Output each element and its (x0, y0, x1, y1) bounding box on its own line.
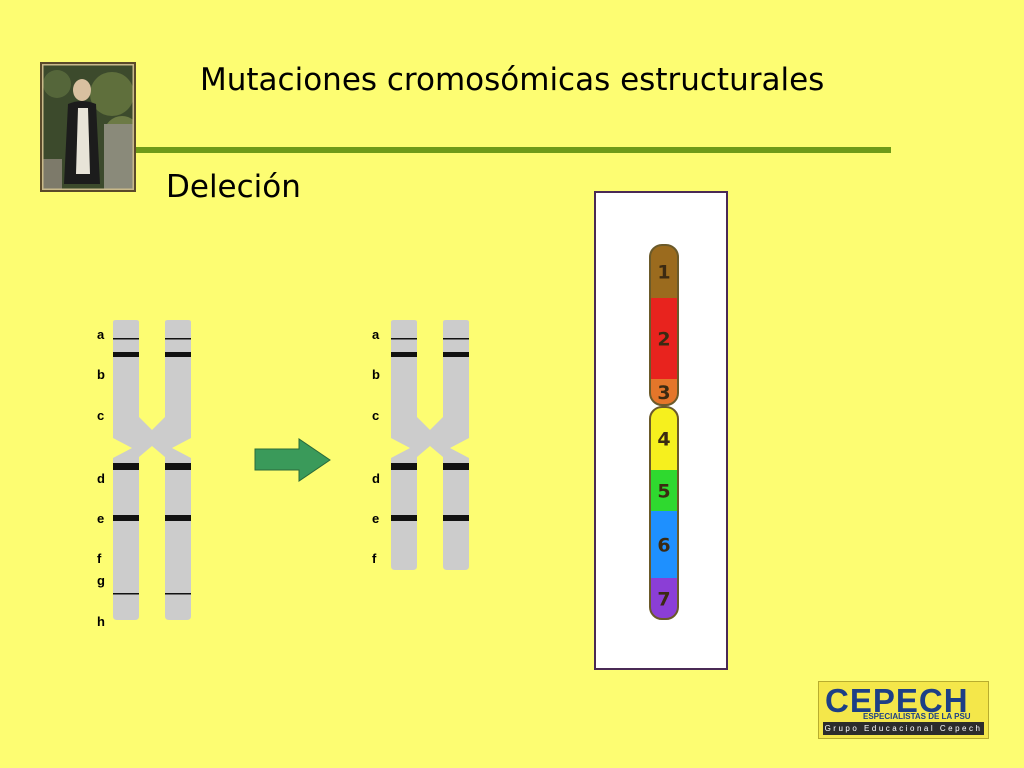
segment-chromosome-panel: 1 2 3 4 5 6 7 (594, 191, 728, 670)
band-label-a: a (97, 327, 105, 342)
segment-4-body (650, 419, 678, 470)
segment-label-6: 6 (657, 535, 670, 557)
segment-5 (650, 470, 678, 511)
right-arrow-icon (254, 438, 331, 482)
deleted-chromosome (391, 320, 469, 570)
deleted-band-label-a: a (372, 327, 380, 342)
deleted-band-label-b: b (372, 367, 380, 382)
segment-1-body (650, 257, 678, 298)
segment-label-1: 1 (657, 262, 670, 284)
logo-group-strip: Grupo Educacional Cepech (823, 722, 984, 735)
deleted-band-label-e: e (372, 511, 380, 526)
band-label-c: c (97, 408, 105, 423)
logo-tagline: ESPECIALISTAS DE LA PSU (863, 712, 971, 721)
logo-name: CEPECH (825, 682, 969, 719)
segment-6 (650, 511, 678, 578)
chromosome-arm-outline-1 (649, 244, 679, 406)
segment-label-2: 2 (657, 329, 670, 351)
chromosome-arm-outline-2 (649, 406, 679, 620)
title-divider (136, 147, 891, 153)
portrait-image (40, 62, 136, 192)
deleted-band-label-f: f (372, 551, 377, 566)
deleted-band-label-d: d (372, 471, 380, 486)
band-label-d: d (97, 471, 105, 486)
cepech-logo: CEPECH ESPECIALISTAS DE LA PSU Grupo Edu… (818, 681, 989, 739)
original-chromosome (113, 320, 191, 620)
slide-subtitle: Deleción (166, 169, 301, 205)
band-label-h: h (97, 614, 105, 629)
segment-7-body (650, 578, 678, 607)
segment-label-4: 4 (657, 429, 670, 451)
original-band-lines (113, 338, 191, 595)
segment-label-7: 7 (657, 589, 670, 611)
band-label-g: g (97, 573, 105, 588)
band-label-f: f (97, 551, 102, 566)
band-label-b: b (97, 367, 105, 382)
segment-label-5: 5 (657, 481, 670, 503)
segment-chromosome: 1 2 3 4 5 6 7 (649, 244, 679, 620)
deleted-band-label-c: c (372, 408, 380, 423)
segment-2 (650, 298, 678, 379)
slide-title: Mutaciones cromosómicas estructurales (200, 62, 825, 98)
segment-3-body (650, 379, 678, 393)
deleted-band-lines (391, 338, 469, 521)
band-label-e: e (97, 511, 105, 526)
segment-label-3: 3 (657, 382, 670, 404)
